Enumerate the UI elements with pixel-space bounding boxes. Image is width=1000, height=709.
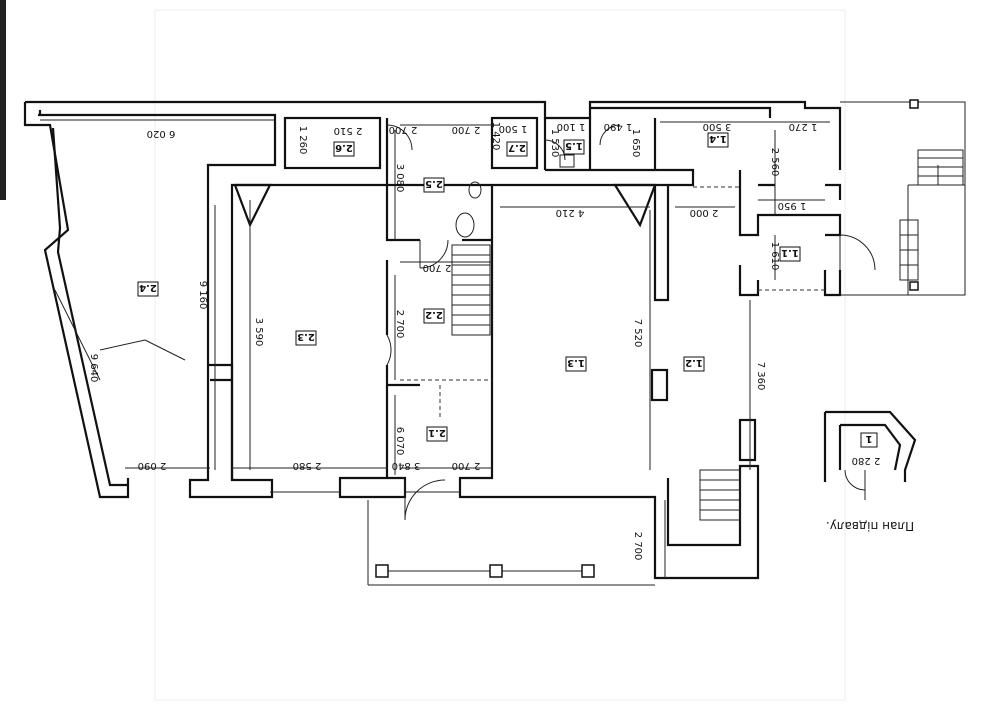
- dim-1260: 1 260: [297, 126, 308, 155]
- dim-1610: 1 610: [769, 242, 780, 271]
- room-2-4-text: 2.4: [139, 282, 157, 293]
- dim-1950: 1 950: [778, 200, 807, 211]
- room-1-2-text: 1.2: [685, 357, 703, 368]
- room-1-text: 1: [865, 433, 872, 444]
- room-label-2-1: 2.1: [426, 426, 448, 442]
- dim-1590: 2 280: [852, 455, 881, 466]
- scan-edge: [0, 0, 6, 200]
- room-label-2-6: 2.6: [333, 141, 355, 157]
- stairs: [451, 149, 964, 521]
- room-label-1-3: 1.3: [565, 356, 587, 372]
- room-1-1-text: 1.1: [781, 247, 799, 258]
- dim-2580: 2 090: [138, 460, 167, 471]
- dim-9640: 7 360: [755, 362, 766, 391]
- room-label-2-3: 2.3: [295, 330, 317, 346]
- room-label-1-5: 1.5: [563, 139, 585, 155]
- room-2-3-text: 2.3: [297, 331, 315, 342]
- doors: [99, 124, 876, 521]
- dim-3500: 3 500: [703, 121, 732, 132]
- dim-2090: 6 070: [394, 427, 405, 456]
- dim-7520: 3 590: [253, 318, 264, 347]
- porch-columns: [375, 564, 595, 578]
- room-2-1-text: 2.1: [428, 427, 446, 438]
- dim-2700-f: 2 700: [452, 460, 481, 471]
- dim-1270: 1 270: [789, 121, 818, 132]
- dim-2280: 2 700: [632, 532, 643, 561]
- room-2-6-text: 2.6: [335, 142, 353, 153]
- room-1-5-text: 1.5: [565, 140, 583, 151]
- dim-1500: 1 500: [499, 123, 528, 134]
- dim-3840: 2 580: [293, 460, 322, 471]
- dashed-lines: [400, 186, 825, 420]
- sheet-border: [154, 9, 846, 701]
- dimension-lines: [40, 119, 830, 586]
- dim-1100: 1 100: [557, 121, 586, 132]
- room-labels: 2.4 2.3 2.2 2.5 2.6 2.7 2.1 1.3: [137, 132, 878, 448]
- dim-2700-b: 2 700: [452, 124, 481, 135]
- dim-1420: 1 420: [490, 122, 501, 151]
- plan-caption: План підвалу.: [826, 519, 914, 533]
- room-2-7-text: 2.7: [508, 142, 526, 153]
- dim-2700-c: 2 700: [423, 262, 452, 273]
- basement-plan: [823, 410, 917, 482]
- room-1-4-text: 1.4: [709, 133, 727, 144]
- room-label-2-2: 2.2: [423, 308, 445, 324]
- dim-2510: 2 510: [334, 125, 363, 136]
- dim-3590: 2 700: [394, 310, 405, 339]
- dim-9160: 9 160: [197, 281, 208, 310]
- room-2-5-text: 2.5: [425, 178, 443, 189]
- outside-terrace: [840, 99, 966, 296]
- dim-6020: 6 020: [147, 128, 176, 139]
- dim-2000: 2 000: [690, 207, 719, 218]
- dim-2700-a: 2 700: [389, 124, 418, 135]
- dim-6070: 9 640: [88, 354, 99, 383]
- sanitary-fixtures: [455, 154, 575, 238]
- room-label-2-4: 2.4: [137, 281, 159, 297]
- dim-3080: 3 080: [394, 164, 405, 193]
- room-label-1: 1: [860, 432, 878, 448]
- room-label-2-7: 2.7: [506, 141, 528, 157]
- dim-1490: 1 490: [604, 121, 633, 132]
- outer-walls: [23, 100, 842, 580]
- dim-7360: 7 520: [632, 319, 643, 348]
- room-label-1-4: 1.4: [707, 132, 729, 148]
- dim-2700-e: 3 840: [392, 460, 421, 471]
- room-2-2-text: 2.2: [425, 309, 443, 320]
- dim-1530: 1 530: [549, 129, 560, 158]
- room-1-3-text: 1.3: [567, 357, 585, 368]
- room-label-2-5: 2.5: [423, 177, 445, 193]
- dim-2560: 2 560: [769, 148, 780, 177]
- room-label-1-1: 1.1: [779, 246, 801, 262]
- dimension-labels: 6 020 1 260 2 510 2 700 2 700 1 500 1 42…: [88, 121, 880, 560]
- room-label-1-2: 1.2: [683, 356, 705, 372]
- dim-4210: 4 210: [556, 207, 585, 218]
- dim-1650: 1 650: [630, 129, 641, 158]
